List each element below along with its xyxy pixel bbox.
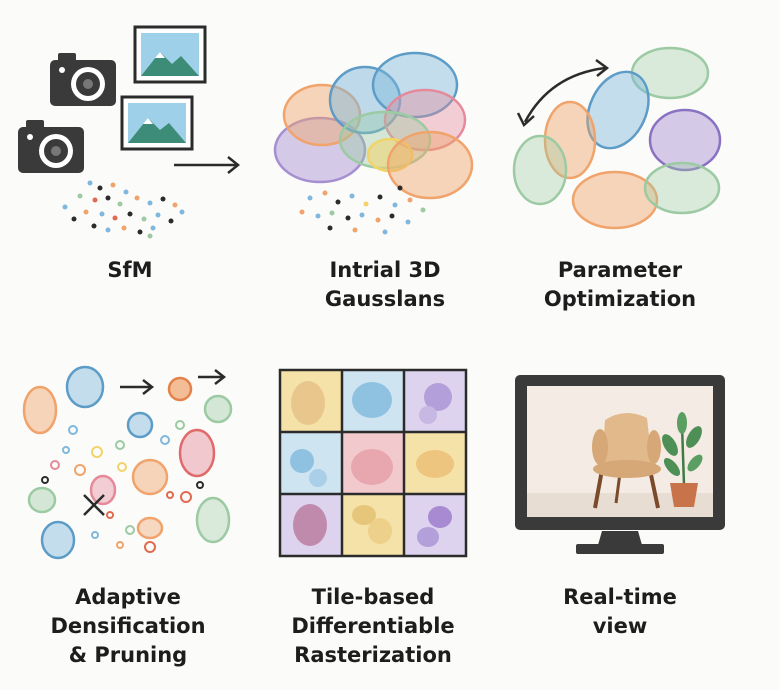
- plant-icon: [662, 412, 703, 507]
- gaussians-illustration: [273, 51, 474, 235]
- gaussians-panel: Intrial 3D Gausslans: [260, 0, 510, 330]
- camera-icon: [18, 120, 84, 173]
- photo-icon: [133, 25, 207, 84]
- step-caption: Adaptive Densification & Pruning: [50, 585, 206, 667]
- sfm-panel: SfM: [0, 0, 260, 330]
- photo-icon: [120, 95, 194, 151]
- curved-double-arrow-icon: [516, 58, 610, 128]
- realtime-panel: Real-time view: [510, 345, 760, 690]
- cross-icon: [83, 494, 105, 516]
- sfm-illustration: [18, 25, 241, 239]
- camera-icon: [50, 53, 116, 106]
- optimization-illustration: [512, 46, 722, 230]
- gaussian-blobs: [22, 365, 233, 560]
- small-points: [41, 420, 204, 553]
- densification-panel: Adaptive Densification & Pruning: [0, 345, 260, 690]
- gaussian-blobs: [273, 51, 474, 200]
- step-caption: SfM: [107, 258, 153, 282]
- optimization-panel: Parameter Optimization: [510, 0, 760, 330]
- point-cloud: [62, 180, 185, 239]
- tile-grid: [278, 368, 468, 558]
- step-caption: Tile-based Differentiable Rasterization: [291, 585, 455, 667]
- step-caption: Parameter Optimization: [543, 258, 697, 311]
- arrow-right-icon: [174, 156, 241, 174]
- arrow-right-icon: [198, 369, 227, 385]
- point-cloud: [299, 185, 426, 235]
- densification-illustration: [22, 365, 233, 560]
- gaussian-ellipses: [512, 46, 722, 230]
- tile-grid-illustration: [278, 368, 468, 558]
- arrow-right-icon: [120, 379, 155, 395]
- rasterization-panel: Tile-based Differentiable Rasterization: [260, 345, 510, 690]
- monitor-illustration: [515, 375, 725, 554]
- step-caption: Intrial 3D Gausslans: [324, 258, 446, 311]
- chair-icon: [592, 412, 661, 509]
- step-caption: Real-time view: [563, 585, 677, 638]
